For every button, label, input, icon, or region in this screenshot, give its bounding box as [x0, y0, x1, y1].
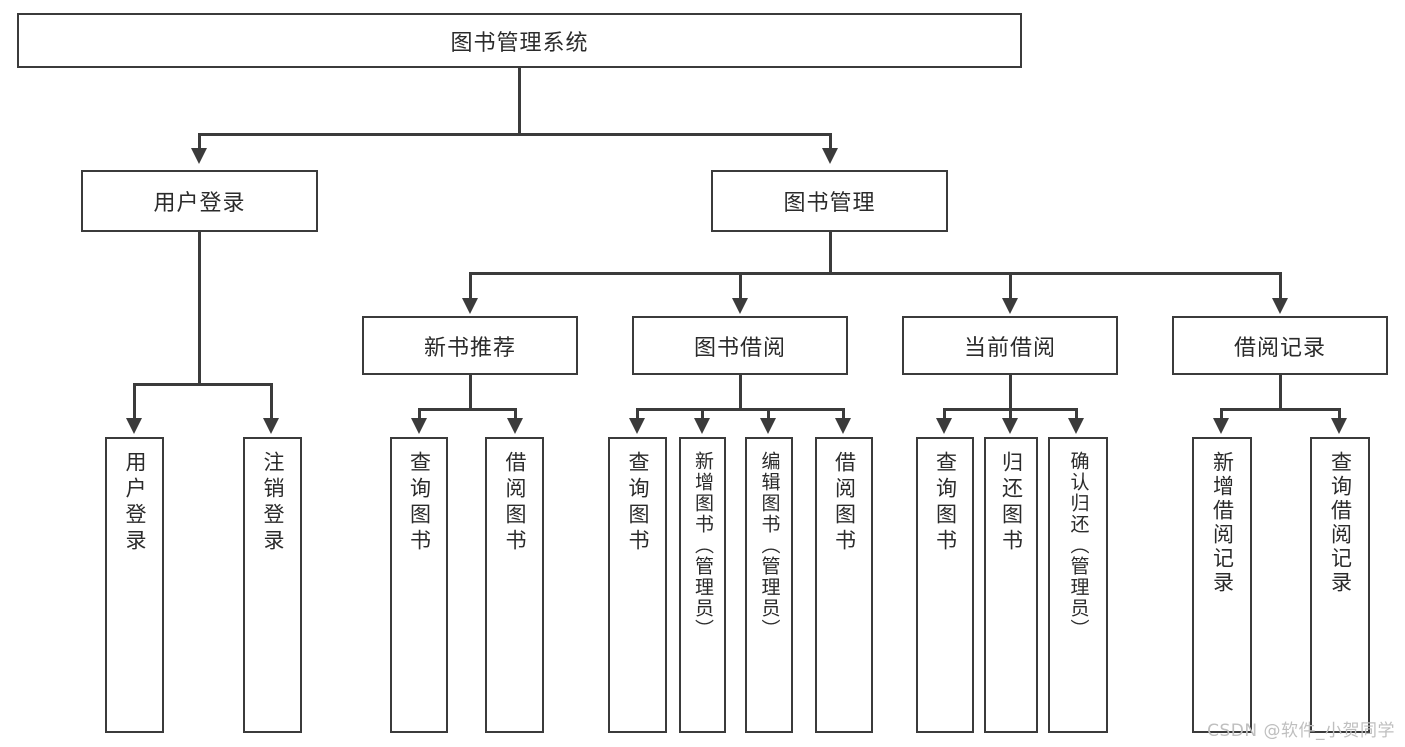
leaf-label: 查询图书: [933, 451, 958, 555]
leaf-label: 注销登录: [261, 451, 285, 555]
leaf-query-borrow-record[interactable]: 查询借阅记录: [1310, 437, 1370, 733]
node-book-management[interactable]: 图书管理: [711, 170, 948, 232]
node-book-borrow[interactable]: 图书借阅: [632, 316, 848, 375]
leaf-edit-book-admin[interactable]: 编辑图书（管理员）: [745, 437, 793, 733]
connector-books-bar: [469, 272, 1281, 275]
arrowhead-newbooks-drop1: [411, 418, 427, 434]
connector-borrow-drop3: [767, 408, 770, 420]
connector-login-bar: [133, 383, 272, 386]
node-label: 借阅记录: [1233, 335, 1326, 361]
node-root-system[interactable]: 图书管理系统: [17, 13, 1022, 68]
leaf-label: 查询借阅记录: [1328, 451, 1353, 595]
arrowhead-records-drop2: [1331, 418, 1347, 434]
connector-current-drop3: [1075, 408, 1078, 420]
arrowhead-borrow-drop4: [835, 418, 851, 434]
arrowhead-borrow-drop1: [629, 418, 645, 434]
arrowhead-borrow-drop2: [694, 418, 710, 434]
arrowhead-current-drop2: [1002, 418, 1018, 434]
connector-root-to-books: [829, 133, 832, 151]
connector-records-drop1: [1220, 408, 1223, 420]
leaf-query-books-borrow[interactable]: 查询图书: [608, 437, 667, 733]
leaf-label: 查询图书: [626, 451, 650, 555]
connector-books-stem: [829, 232, 832, 274]
node-label: 图书管理系统: [450, 30, 589, 56]
connector-borrow-drop1: [636, 408, 639, 420]
arrowhead-books-to-records: [1272, 298, 1288, 314]
arrowhead-records-drop1: [1213, 418, 1229, 434]
connector-login-stem: [198, 232, 201, 385]
leaf-confirm-return-admin[interactable]: 确认归还（管理员）: [1048, 437, 1108, 733]
node-new-book-recommend[interactable]: 新书推荐: [362, 316, 578, 375]
leaf-add-borrow-record[interactable]: 新增借阅记录: [1192, 437, 1252, 733]
connector-books-to-newbooks: [469, 272, 472, 300]
connector-current-drop1: [943, 408, 946, 420]
connector-books-to-borrow: [739, 272, 742, 300]
connector-records-bar: [1220, 408, 1340, 411]
connector-borrow-drop4: [842, 408, 845, 420]
connector-borrow-drop2: [701, 408, 704, 420]
connector-login-to-leaf2: [270, 383, 273, 420]
connector-records-drop2: [1338, 408, 1341, 420]
leaf-query-books-recommend[interactable]: 查询图书: [390, 437, 448, 733]
arrowhead-books-to-borrow: [732, 298, 748, 314]
node-label: 图书借阅: [693, 335, 786, 361]
connector-borrow-stem: [739, 375, 742, 410]
leaf-borrow-books-recommend[interactable]: 借阅图书: [485, 437, 544, 733]
connector-current-stem: [1009, 375, 1012, 410]
leaf-query-books-current[interactable]: 查询图书: [916, 437, 974, 733]
leaf-label: 编辑图书（管理员）: [758, 451, 781, 640]
leaf-borrow-books-borrow[interactable]: 借阅图书: [815, 437, 873, 733]
node-user-login[interactable]: 用户登录: [81, 170, 318, 232]
leaf-user-login[interactable]: 用户登录: [105, 437, 164, 733]
arrowhead-root-to-books: [822, 148, 838, 164]
connector-books-to-current: [1009, 272, 1012, 300]
node-label: 图书管理: [783, 191, 876, 216]
arrowhead-current-drop1: [936, 418, 952, 434]
leaf-logout[interactable]: 注销登录: [243, 437, 302, 733]
connector-books-to-records: [1279, 272, 1282, 300]
arrowhead-login-to-leaf1: [126, 418, 142, 434]
leaf-label: 借阅图书: [503, 451, 527, 555]
node-current-borrow[interactable]: 当前借阅: [902, 316, 1118, 375]
leaf-label: 查询图书: [407, 451, 432, 555]
connector-login-to-leaf1: [133, 383, 136, 420]
connector-newbooks-drop1: [418, 408, 421, 420]
arrowhead-books-to-current: [1002, 298, 1018, 314]
connector-newbooks-stem: [469, 375, 472, 410]
leaf-add-book-admin[interactable]: 新增图书（管理员）: [679, 437, 726, 733]
node-label: 新书推荐: [423, 335, 516, 361]
connector-records-stem: [1279, 375, 1282, 410]
leaf-label: 新增借阅记录: [1210, 451, 1235, 595]
arrowhead-borrow-drop3: [760, 418, 776, 434]
connector-root-stem: [518, 68, 521, 135]
node-label: 当前借阅: [963, 335, 1056, 361]
leaf-label: 用户登录: [123, 451, 147, 555]
leaf-return-books[interactable]: 归还图书: [984, 437, 1038, 733]
connector-root-to-login: [198, 133, 201, 151]
leaf-label: 新增图书（管理员）: [692, 451, 714, 640]
arrowhead-login-to-leaf2: [263, 418, 279, 434]
connector-borrow-bar: [636, 408, 844, 411]
arrowhead-root-to-login: [191, 148, 207, 164]
leaf-label: 确认归还（管理员）: [1067, 451, 1090, 640]
node-borrow-records[interactable]: 借阅记录: [1172, 316, 1388, 375]
node-label: 用户登录: [153, 191, 246, 216]
arrowhead-current-drop3: [1068, 418, 1084, 434]
arrowhead-newbooks-drop2: [507, 418, 523, 434]
connector-root-bar: [198, 133, 832, 136]
connector-newbooks-bar: [418, 408, 516, 411]
leaf-label: 借阅图书: [832, 451, 857, 555]
arrowhead-books-to-newbooks: [462, 298, 478, 314]
connector-current-drop2: [1009, 408, 1012, 420]
leaf-label: 归还图书: [999, 451, 1024, 555]
connector-newbooks-drop2: [514, 408, 517, 420]
